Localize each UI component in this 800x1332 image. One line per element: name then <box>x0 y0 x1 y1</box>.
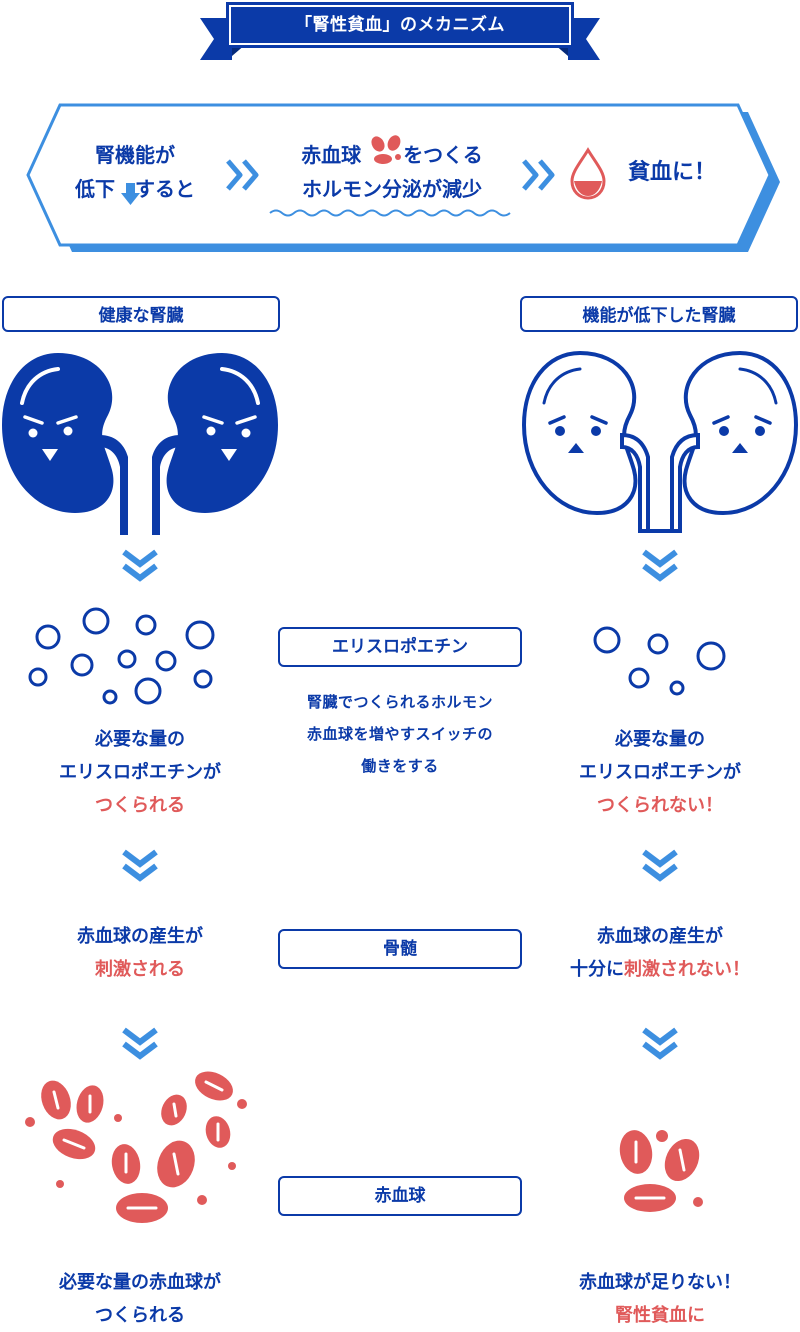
chevron-down-icon <box>642 549 678 582</box>
right-rbc-stimulation-text: 赤血球の産生が 十分に刺激されない！ <box>570 926 750 980</box>
red-blood-cell-icon <box>371 135 401 164</box>
weak-kidney-outline-icon <box>522 350 799 533</box>
left-rbc-stimulation-text: 赤血球の産生が 刺激される <box>77 926 203 980</box>
weak-kidney-label: 機能が低下した腎臓 <box>520 296 798 332</box>
left-epo-text: 必要な量の エリスロポエチンが つくられる <box>59 729 221 816</box>
blood-drop-icon <box>570 147 606 200</box>
epo-label: エリスロポエチン <box>278 627 522 667</box>
summary-step2: 赤血球をつくる ホルモン分泌が減少 <box>301 143 483 201</box>
right-epo-text: 必要な量の エリスロポエチンが つくられない！ <box>579 729 741 816</box>
summary-step3: 貧血に！ <box>627 160 716 185</box>
rbc-label: 赤血球 <box>278 1176 522 1216</box>
chevron-down-icon <box>122 549 158 582</box>
right-result-text: 赤血球が足りない！ 腎性貧血に <box>579 1272 741 1326</box>
summary-chevron-icon <box>226 159 555 191</box>
summary-step1: 腎機能が 低下すると <box>75 143 195 201</box>
down-arrow-icon <box>121 183 140 205</box>
healthy-kidney-icon <box>2 353 278 535</box>
many-red-blood-cells-icon <box>25 1071 247 1223</box>
few-red-blood-cells-icon <box>619 1130 703 1212</box>
chevron-down-icon <box>642 1027 678 1060</box>
flow-chevrons <box>122 549 678 1060</box>
page-title: 「腎性貧血」のメカニズム <box>295 15 505 35</box>
chevron-down-icon <box>122 1027 158 1060</box>
summary-box <box>26 103 780 252</box>
healthy-kidney-label: 健康な腎臓 <box>2 296 280 332</box>
epo-description: 腎臓でつくられるホルモン 赤血球を増やすスイッチの 働きをする <box>306 693 493 775</box>
chevron-down-icon <box>122 849 158 882</box>
marrow-label: 骨髄 <box>278 929 522 969</box>
chevron-down-icon <box>642 849 678 882</box>
epo-bubbles-few-icon <box>593 626 726 696</box>
wavy-underline <box>269 209 511 217</box>
title-banner <box>200 2 600 60</box>
left-result-text: 必要な量の赤血球が つくられる <box>59 1272 221 1326</box>
epo-bubbles-many-icon <box>28 607 215 705</box>
